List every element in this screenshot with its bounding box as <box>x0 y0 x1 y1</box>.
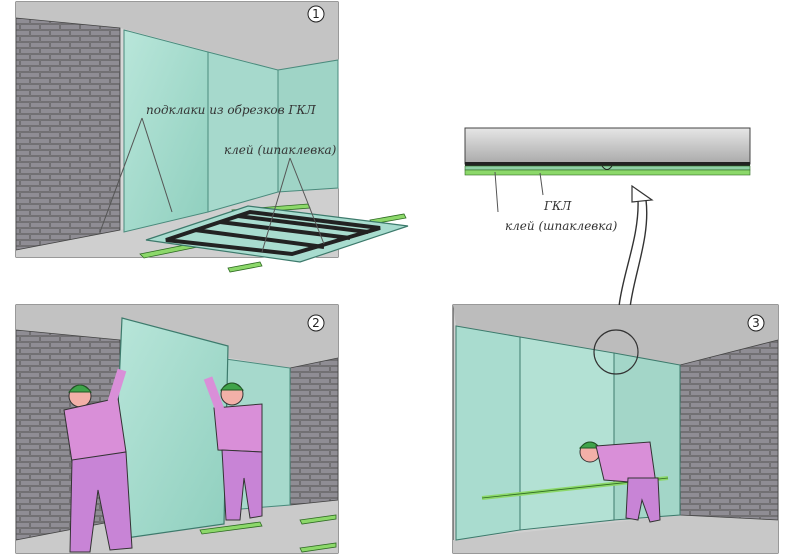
step-3-number: 3 <box>752 316 760 330</box>
panel-step-3: 3 <box>452 304 779 554</box>
label-gkl: ГКЛ <box>543 199 572 213</box>
label-glue-panel1: клей (шпаклевка) <box>224 143 337 157</box>
label-scraps: подклаки из обрезков ГКЛ <box>146 103 317 117</box>
detail-ceiling-section: ГКЛ клей (шпаклевка) <box>464 127 751 341</box>
worker-right <box>203 376 263 521</box>
step-1-number: 1 <box>312 7 320 21</box>
panel-step-2: 2 <box>15 304 339 554</box>
step-2-number: 2 <box>312 316 320 330</box>
panel-step-1: 1 подклаки из обрезков ГКЛ клей (шпаклев… <box>15 1 409 273</box>
worker-bending <box>578 441 661 523</box>
worker-left <box>63 368 133 553</box>
label-glue-detail: клей (шпаклевка) <box>505 219 618 233</box>
